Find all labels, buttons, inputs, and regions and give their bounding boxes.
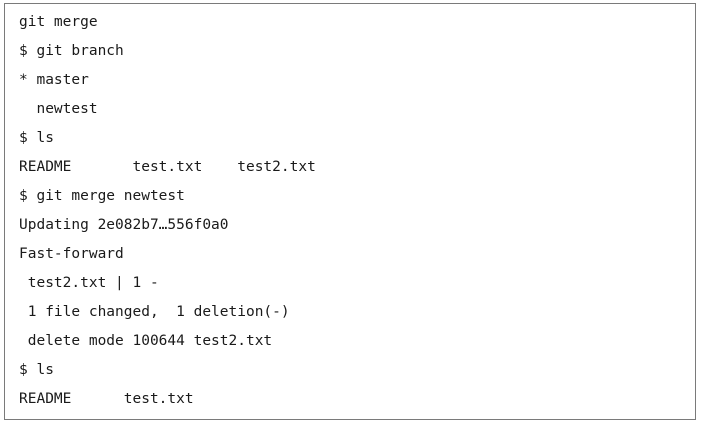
code-line: delete mode 100644 test2.txt xyxy=(19,333,273,349)
code-line: $ git merge newtest xyxy=(19,188,185,204)
code-block: git merge $ git branch * master newtest … xyxy=(4,3,696,420)
code-line: git merge xyxy=(19,14,98,30)
code-line: newtest xyxy=(19,101,98,117)
code-line: README test.txt test2.txt xyxy=(19,159,316,175)
code-line: $ ls xyxy=(19,130,54,146)
code-line: test2.txt | 1 - xyxy=(19,275,159,291)
code-line: $ git branch xyxy=(19,43,124,59)
code-line: 1 file changed, 1 deletion(-) xyxy=(19,304,290,320)
code-line: * master xyxy=(19,72,89,88)
code-line: Fast-forward xyxy=(19,246,124,262)
code-line: $ ls xyxy=(19,362,54,378)
code-line: Updating 2e082b7…556f0a0 xyxy=(19,217,229,233)
code-line: README test.txt xyxy=(19,391,194,407)
